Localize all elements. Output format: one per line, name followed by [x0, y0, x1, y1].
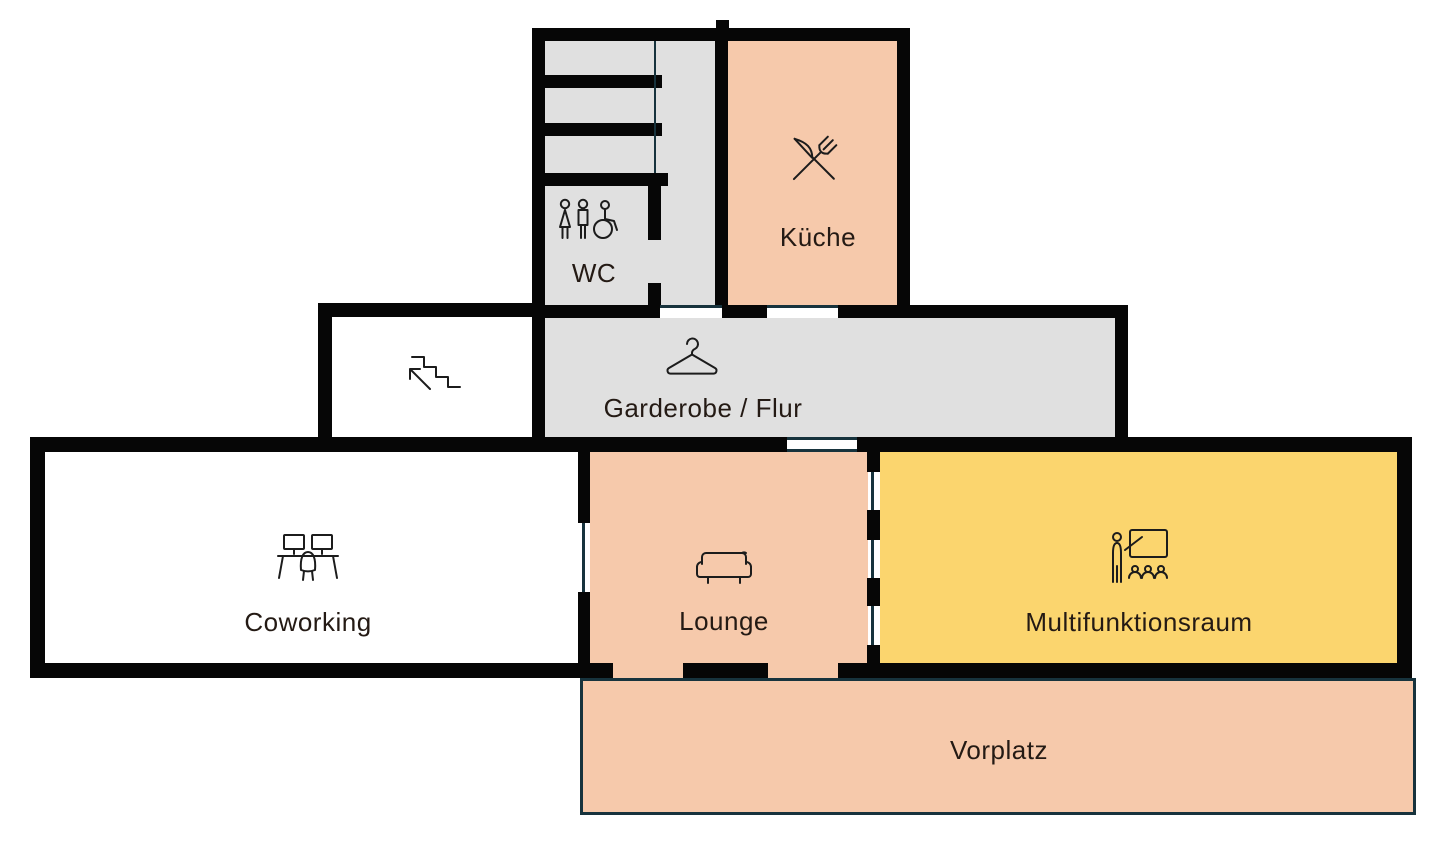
- wall-segment: [1397, 437, 1412, 678]
- wall-segment: [30, 437, 787, 452]
- room-kueche-area: [728, 41, 897, 305]
- wall-segment: [532, 28, 545, 318]
- door-opening: [613, 663, 683, 678]
- fork-knife-icon: [773, 120, 853, 200]
- room-label-coworking: Coworking: [244, 607, 372, 637]
- wall-segment: [838, 663, 1412, 678]
- door-opening-line: [787, 437, 857, 440]
- presentation-icon: [1108, 528, 1170, 586]
- room-label-wc: WC: [571, 258, 617, 288]
- workstation-icon: [276, 532, 340, 582]
- wall-segment: [648, 283, 661, 305]
- wall-segment: [722, 305, 767, 318]
- wall-segment: [30, 663, 613, 678]
- door-opening-line: [767, 305, 838, 308]
- room-coworking-area: [45, 452, 578, 663]
- wall-segment: [532, 28, 910, 41]
- wall-segment: [545, 173, 668, 186]
- sofa-icon: [692, 549, 756, 587]
- wall-segment: [545, 123, 662, 136]
- door-opening-line: [660, 305, 722, 308]
- wall-segment: [857, 437, 1412, 452]
- stall-front-line: [654, 41, 656, 173]
- door-opening: [787, 440, 857, 449]
- room-label-multifunktionsraum: Multifunktionsraum: [1025, 607, 1253, 637]
- hanger-icon: [664, 336, 720, 386]
- room-label-vorplatz: Vorplatz: [950, 735, 1048, 765]
- door-opening-line: [787, 449, 857, 452]
- room-garderobe-area: [545, 318, 1115, 437]
- wall-segment: [897, 28, 910, 318]
- room-lounge-area: [590, 452, 868, 663]
- wall-segment: [578, 452, 590, 523]
- wall-segment: [545, 75, 662, 88]
- wall-segment: [532, 305, 660, 318]
- wall-segment: [867, 578, 880, 606]
- wall-segment: [578, 592, 590, 663]
- wall-segment: [715, 41, 728, 305]
- wall-segment: [867, 452, 880, 472]
- wall-segment: [910, 305, 1128, 318]
- wall-segment: [716, 20, 729, 29]
- door-opening-line: [582, 520, 585, 595]
- wall-segment: [648, 186, 661, 240]
- wall-segment: [683, 663, 768, 678]
- room-treppe-area: [332, 317, 532, 437]
- room-label-garderobe: Garderobe / Flur: [603, 393, 803, 423]
- wall-segment: [838, 305, 910, 318]
- wall-segment: [867, 510, 880, 540]
- restroom-icon: [556, 198, 632, 246]
- wall-segment: [30, 437, 45, 678]
- door-opening: [768, 663, 838, 678]
- wall-segment: [1115, 305, 1128, 452]
- stairs-icon: [398, 355, 462, 399]
- room-label-kueche: Küche: [779, 222, 857, 252]
- wall-segment: [867, 645, 880, 663]
- room-vorplatz-area: [580, 678, 1416, 815]
- room-label-lounge: Lounge: [679, 606, 769, 636]
- door-opening-line: [871, 452, 874, 663]
